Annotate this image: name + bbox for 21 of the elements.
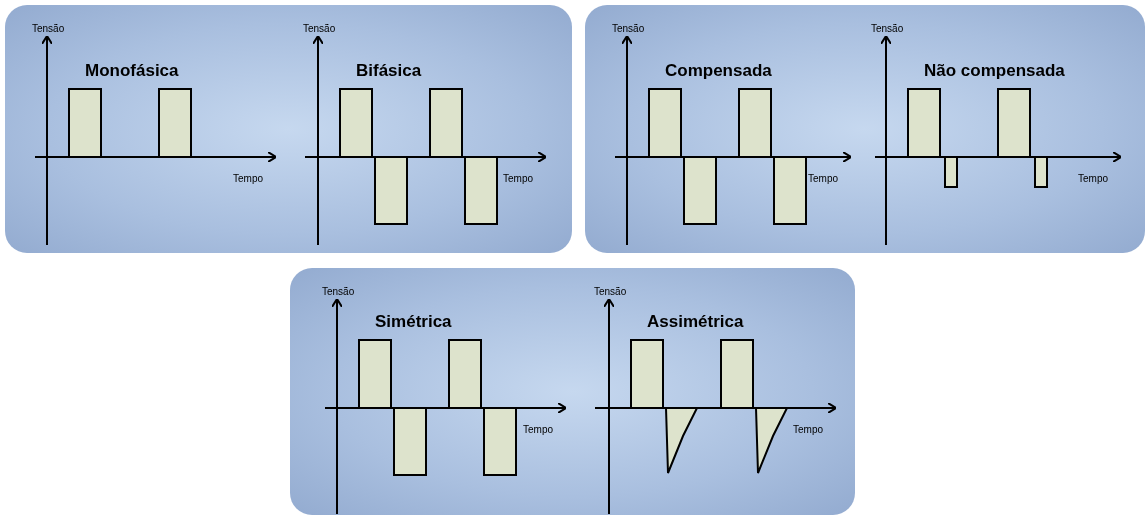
- chart-title: Bifásica: [356, 61, 422, 81]
- axis-label: Tensão: [871, 23, 904, 34]
- chart-title: Não compensada: [924, 61, 1065, 81]
- axis-label: Tempo: [793, 424, 823, 435]
- axis-label: Tensão: [32, 23, 65, 34]
- chart-panel: [5, 5, 572, 253]
- axis-label: Tempo: [523, 424, 553, 435]
- axis-label: Tempo: [503, 173, 533, 184]
- chart-panel: [585, 5, 1145, 253]
- chart-title: Assimétrica: [647, 312, 744, 332]
- axis-label: Tensão: [322, 286, 355, 297]
- axis-label: Tensão: [612, 23, 645, 34]
- chart-panel: [290, 268, 855, 515]
- axis-label: Tensão: [594, 286, 627, 297]
- chart-title: Compensada: [665, 61, 772, 81]
- axis-label: Tensão: [303, 23, 336, 34]
- axis-label: Tempo: [808, 173, 838, 184]
- axis-label: Tempo: [1078, 173, 1108, 184]
- axis-label: Tempo: [233, 173, 263, 184]
- chart-title: Monofásica: [85, 61, 179, 81]
- chart-title: Simétrica: [375, 312, 452, 332]
